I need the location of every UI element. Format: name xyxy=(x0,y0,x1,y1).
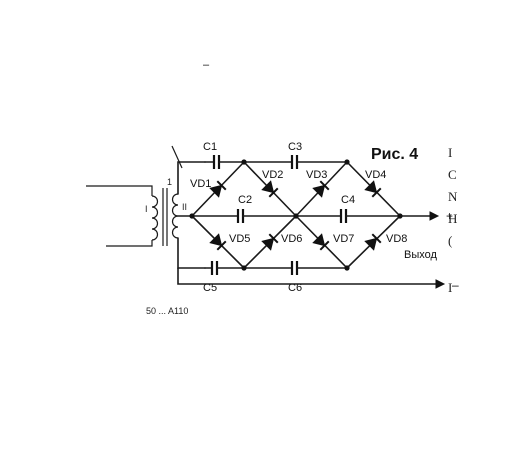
label-vd7: VD7 xyxy=(333,233,354,245)
label-c6: C6 xyxy=(288,282,302,294)
label-vd6: VD6 xyxy=(281,233,302,245)
label-vd8: VD8 xyxy=(386,233,407,245)
label-c4: C4 xyxy=(341,194,355,206)
label-c5: C5 xyxy=(203,282,217,294)
output-label: Выход xyxy=(404,249,437,261)
label-secondary-winding: II xyxy=(182,202,187,212)
label-vd1: VD1 xyxy=(190,178,211,190)
output-plus-sign: + xyxy=(446,209,453,223)
label-c2: C2 xyxy=(238,194,252,206)
diode-vd3 xyxy=(312,180,330,198)
diode-vd4 xyxy=(364,180,382,198)
secondary-coil xyxy=(171,193,179,239)
edge-char-4: H xyxy=(448,211,457,226)
edge-char-3: N xyxy=(448,189,458,204)
junction-top-right xyxy=(344,159,350,165)
label-winding-tap: 1 xyxy=(167,177,172,187)
diode-vd6 xyxy=(261,233,279,251)
primary-lead-bottom xyxy=(106,240,153,247)
diode-vd1 xyxy=(209,180,227,198)
edge-char-2: C xyxy=(448,167,457,182)
output-minus-arrow xyxy=(435,279,446,289)
output-plus-arrow xyxy=(429,211,440,221)
junction-bottom-left xyxy=(241,265,247,271)
edge-char-6: I xyxy=(448,280,452,295)
output-minus-wire xyxy=(177,267,437,285)
diode-vd8 xyxy=(364,233,382,251)
label-vd5: VD5 xyxy=(229,233,250,245)
label-c1: C1 xyxy=(203,141,217,153)
diode-vd5 xyxy=(209,233,227,251)
output-minus-sign: – xyxy=(452,278,459,292)
edge-char-5: ( xyxy=(448,233,452,248)
primary-coil xyxy=(151,195,159,241)
stray-dash: – xyxy=(203,59,210,71)
diode-vd7 xyxy=(312,233,330,251)
junction-center xyxy=(293,213,299,219)
junction-right xyxy=(397,213,403,219)
edge-char-1: I xyxy=(448,145,452,160)
wire-secondary-top xyxy=(177,161,206,195)
label-vd4: VD4 xyxy=(365,169,386,181)
junction-bottom-right xyxy=(344,265,350,271)
label-primary-winding: I xyxy=(145,204,148,214)
figure-title: Рис. 4 xyxy=(371,146,418,163)
diode-vd2 xyxy=(261,180,279,198)
primary-lead-top xyxy=(86,185,153,196)
label-vd2: VD2 xyxy=(262,169,283,181)
bottom-fragment: 50 ... A110 xyxy=(146,306,188,316)
label-vd3: VD3 xyxy=(306,169,327,181)
tap-pointer xyxy=(171,145,183,169)
junction-left xyxy=(189,213,195,219)
label-c3: C3 xyxy=(288,141,302,153)
junction-top-left xyxy=(241,159,247,165)
wire-secondary-bottom xyxy=(177,237,206,269)
